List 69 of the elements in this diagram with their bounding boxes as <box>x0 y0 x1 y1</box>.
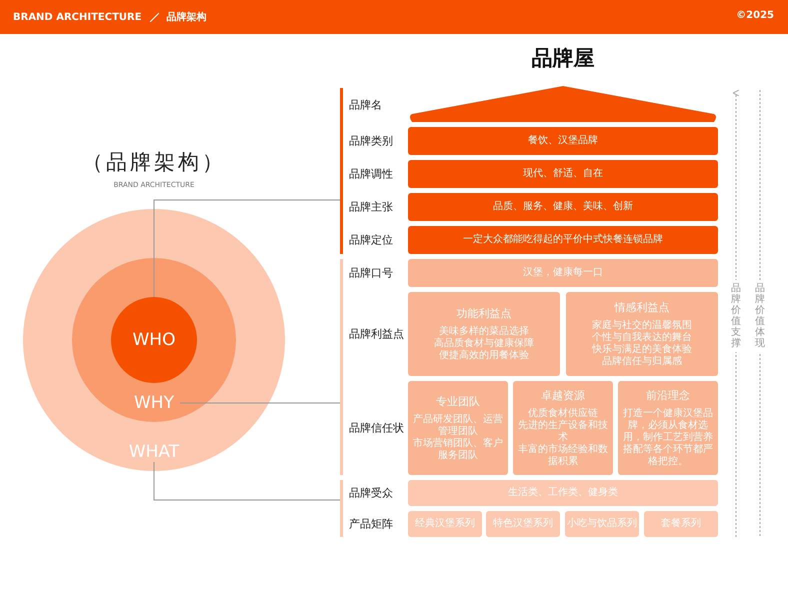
block-text: 一定大众都能吃得起的平价中式快餐连锁品牌 <box>463 234 663 246</box>
circle-label: WHAT <box>128 442 180 462</box>
block-text: 餐饮、汉堡品牌 <box>528 135 598 147</box>
block-text: 美味多样的菜品选择 <box>439 326 529 338</box>
leader-line <box>154 462 340 500</box>
circle-label: WHO <box>132 330 176 350</box>
block-text: 打造一个健康汉堡品牌，必须从食材选用，制作工艺到营养搭配等各个环节都严格把控。 <box>622 408 714 468</box>
house-block <box>408 193 718 221</box>
bracket-bar <box>340 259 343 475</box>
block-text: 先进的生产设备和技术 <box>517 420 609 444</box>
leader-line <box>154 200 340 298</box>
block-text: 市场营销团队、客户服务团队 <box>412 438 504 462</box>
house-block <box>644 511 718 537</box>
bracket-bar <box>340 88 343 254</box>
house-block <box>408 259 718 287</box>
circle-label: WHY <box>133 393 175 413</box>
block-text: 经典汉堡系列 <box>415 518 475 530</box>
block-text: 小吃与饮品系列 <box>567 518 637 530</box>
block-text: 品质、服务、健康、美味、创新 <box>493 201 633 213</box>
house-block <box>408 127 718 155</box>
block-text: 高品质食材与健康保障 <box>434 338 534 350</box>
row-label: 品牌利益点 <box>349 326 404 342</box>
block-heading: 功能利益点 <box>456 306 512 321</box>
block-heading: 前沿理念 <box>646 388 690 403</box>
house-block <box>513 381 613 475</box>
block-text: 家庭与社交的温馨氛围 <box>592 320 692 332</box>
block-text: 产品研发团队、运营管理团队 <box>412 414 504 438</box>
row-label: 品牌主张 <box>349 200 393 214</box>
block-text: 特色汉堡系列 <box>493 518 553 530</box>
house-block <box>566 292 718 376</box>
block-text: 个性与自我表达的舞台 <box>592 332 692 344</box>
row-label: 品牌信任状 <box>349 420 404 436</box>
house-block <box>565 511 639 537</box>
house-block <box>408 160 718 188</box>
block-heading: 卓越资源 <box>541 388 585 403</box>
block-text: 现代、舒适、自在 <box>523 168 603 180</box>
header-text: ©2025 <box>736 10 774 21</box>
block-text: 优质食材供应链 <box>528 408 598 420</box>
house-block <box>408 511 482 537</box>
block-text: 快乐与满足的美食体验 <box>592 344 692 356</box>
row-label: 品牌受众 <box>349 486 393 500</box>
section-heading: （品牌架构） <box>81 149 227 176</box>
header-text: BRAND ARCHITECTURE <box>13 12 142 22</box>
block-text: 丰富的市场经验和数据积累 <box>517 444 609 468</box>
block-heading: 专业团队 <box>436 394 480 409</box>
block-text: 汉堡，健康每一口 <box>523 267 603 279</box>
row-label: 品牌调性 <box>349 166 393 182</box>
house-block <box>618 381 718 475</box>
block-text: 便捷高效的用餐体验 <box>439 350 529 362</box>
side-label: 品牌价值体现 <box>755 280 765 352</box>
house-block <box>408 292 560 376</box>
row-label: 品牌类别 <box>349 134 393 148</box>
block-text: 套餐系列 <box>661 518 701 530</box>
house-block <box>486 511 560 537</box>
house-block <box>408 381 508 475</box>
leader-line <box>180 402 340 404</box>
header-text: 品牌架构 <box>166 10 207 24</box>
bracket-bar <box>340 480 343 537</box>
row-label: 品牌名 <box>349 98 382 112</box>
house-block <box>408 480 718 506</box>
block-text: 生活类、工作类、健身类 <box>508 487 618 499</box>
side-label: 品牌价值支撑 <box>731 280 741 352</box>
row-label: 产品矩阵 <box>349 516 393 532</box>
row-label: 品牌定位 <box>349 232 393 248</box>
row-label: 品牌口号 <box>349 266 393 280</box>
house-block <box>408 226 718 254</box>
diagram-title: 品牌屋 <box>530 45 596 72</box>
block-text: 品牌信任与归属感 <box>602 356 682 368</box>
block-heading: 情感利益点 <box>614 300 670 315</box>
